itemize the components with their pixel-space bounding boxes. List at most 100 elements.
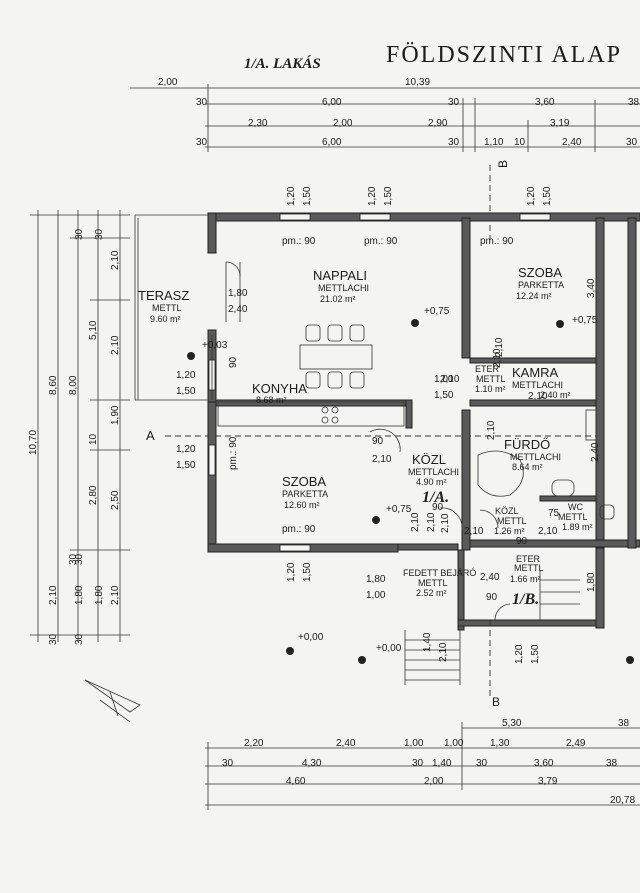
inner-dim-3: 1,20	[176, 370, 196, 381]
level-markers	[187, 319, 634, 664]
inner-dim-35: 1,40	[422, 632, 433, 652]
left-dim-5d: 1,90	[110, 405, 121, 425]
inner-dim-16: 2,10	[494, 337, 505, 357]
entrance-stairs	[404, 570, 580, 685]
plan-title: FÖLDSZINTI ALAP	[386, 42, 622, 68]
left-dim-5a: 30	[94, 228, 105, 240]
bottom-dim-2: 38	[618, 718, 630, 729]
room-kozl1-name: KÖZL	[412, 452, 446, 467]
top-dim-11: 3,19	[550, 118, 570, 129]
room-eter2-name: ETER	[516, 554, 541, 564]
dining-table	[299, 324, 373, 389]
level-5: +0,00	[376, 643, 402, 654]
bottom-dim-8: 2,49	[566, 738, 586, 749]
bottom-dimension-lines	[205, 722, 640, 810]
inner-dim-28: 1,50	[383, 186, 394, 206]
top-dim-15: 1,10	[484, 137, 504, 148]
room-bejaro-floor: METTL	[418, 578, 448, 588]
inner-dim-40: 2,10	[426, 512, 437, 532]
bottom-dim-12: 1,40	[432, 758, 452, 769]
north-arrow-icon	[84, 679, 141, 723]
level-6: +0,03	[202, 340, 228, 351]
bottom-dim-19: 20,78	[610, 795, 635, 806]
top-dim-8: 2,30	[248, 118, 268, 129]
left-dim-5e: 2,50	[110, 490, 121, 510]
inner-dim-43: 90	[228, 356, 239, 368]
room-furdo-area: 8.64 m²	[512, 462, 543, 472]
bottom-dim-5: 1,00	[404, 738, 424, 749]
inner-dim-33: 1,20	[514, 644, 525, 664]
left-dim-small-2: 30	[48, 633, 59, 645]
left-dim-outer: 10,70	[28, 430, 39, 455]
bottom-dim-1: 5,30	[502, 718, 522, 729]
inner-dim-24: 2,40	[590, 442, 601, 462]
room-terasz-floor: METTL	[152, 303, 182, 313]
room-furdo-name: FÜRDŐ	[504, 437, 550, 452]
inner-dim-25: 1,20	[286, 186, 297, 206]
inner-dim-30: 1,50	[542, 186, 553, 206]
level-4: +0,00	[298, 632, 324, 643]
bottom-dim-10: 4,30	[302, 758, 322, 769]
inner-dim-29: 1,20	[526, 186, 537, 206]
inner-dim-34: 1,50	[530, 644, 541, 664]
inner-dim-21: 75	[548, 508, 560, 519]
bottom-dim-4: 2,40	[336, 738, 356, 749]
top-dim-4: 6,00	[322, 97, 342, 108]
top-dim-3: 30	[196, 97, 208, 108]
bottom-dim-7: 1,30	[490, 738, 510, 749]
left-dim-small-3: 30	[68, 553, 79, 565]
inner-dim-4: 1,50	[176, 386, 196, 397]
left-dim-4f: 1,80	[74, 585, 85, 605]
bottom-dim-18: 3,79	[538, 776, 558, 787]
room-szoba1-name: SZOBA	[518, 265, 562, 280]
inner-dim-8: 1,50	[434, 390, 454, 401]
window-mark-3: pm.: 90	[480, 236, 514, 247]
bottom-dim-16: 4,60	[286, 776, 306, 787]
unit-label: 1/A. LAKÁS	[244, 55, 321, 72]
room-wc-floor: METTL	[558, 512, 588, 522]
inner-dim-20: 90	[486, 592, 498, 603]
unit-mark-a: 1/A.	[422, 489, 449, 506]
inner-dim-39: 2,10	[410, 512, 421, 532]
unit-mark-b: 1/B.	[512, 591, 539, 608]
inner-dim-37: 2,10	[492, 348, 503, 368]
top-dim-14: 30	[448, 137, 460, 148]
room-eter2-floor: METTL	[514, 563, 544, 573]
room-kozl2-area: 1.26 m²	[494, 526, 525, 536]
doors	[211, 261, 511, 621]
left-dim-4d: 2,80	[88, 485, 99, 505]
top-dim-5: 30	[448, 97, 460, 108]
level-3: +0,75	[386, 504, 412, 515]
inner-dim-11: 90	[432, 502, 444, 513]
bath-fixtures	[477, 409, 615, 520]
inner-dim-10: 2,10	[372, 454, 392, 465]
room-kozl2-floor: METTL	[497, 516, 527, 526]
terrace-outline	[134, 214, 210, 401]
room-szoba2-area: 12.60 m²	[284, 500, 320, 510]
inner-dim-9: 90	[372, 436, 384, 447]
left-dim-4c: 10	[88, 433, 99, 445]
section-b-bottom-label: B	[492, 695, 500, 709]
inner-dim-5: 1,20	[176, 444, 196, 455]
room-szoba2-floor: PARKETTA	[282, 489, 328, 499]
kitchen-counter	[217, 401, 405, 427]
inner-dim-18: 1,00	[366, 590, 386, 601]
room-eter1-area: 1.10 m²	[475, 384, 506, 394]
left-dim-5c: 2,10	[110, 335, 121, 355]
inner-dim-23: 3,40	[586, 278, 597, 298]
top-dim-9: 2,00	[333, 118, 353, 129]
top-dim-16: 10	[514, 137, 526, 148]
room-konyha-name: KONYHA	[252, 381, 307, 396]
top-dim-1: 2,00	[158, 77, 178, 88]
section-b-top-label: B	[496, 160, 510, 168]
top-dim-6: 3,60	[535, 97, 555, 108]
room-nappali-floor: METTLACHI	[318, 283, 369, 293]
inner-dim-6: 1,50	[176, 460, 196, 471]
top-dim-2: 10,39	[405, 77, 430, 88]
level-1: +0,75	[424, 306, 450, 317]
room-nappali-area: 21.02 m²	[320, 294, 356, 304]
room-wc-name: WC	[568, 502, 583, 512]
inner-dim-13: 2,10	[464, 526, 484, 537]
bottom-dim-3: 2,20	[244, 738, 264, 749]
